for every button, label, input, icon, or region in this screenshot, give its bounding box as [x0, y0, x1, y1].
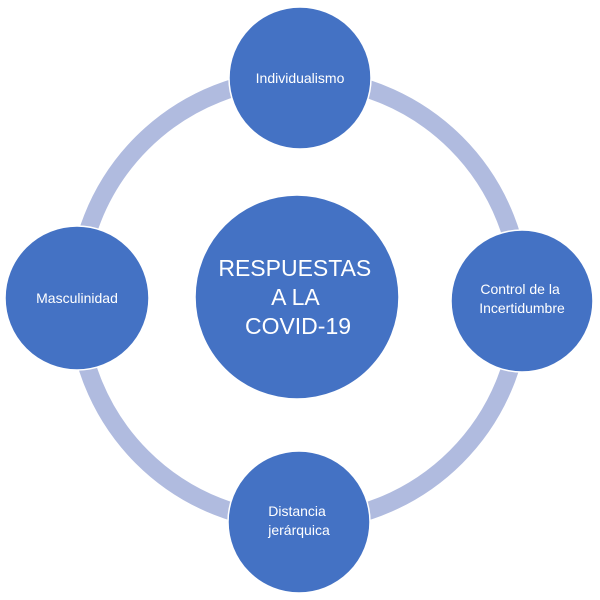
node-label: Distancia jerárquica [267, 503, 330, 538]
node-circle [228, 6, 372, 150]
node-label: Control de la Incertidumbre [479, 281, 565, 316]
node-masculinidad: Masculinidad [4, 225, 150, 371]
center-node: RESPUESTAS A LA COVID-19 [194, 194, 400, 400]
center-line-2: A LA [271, 284, 320, 310]
center-line-3: COVID-19 [245, 313, 351, 339]
node-label: Individualismo [256, 70, 345, 86]
center-node-circle [194, 194, 400, 400]
center-node-label: RESPUESTAS A LA COVID-19 [218, 255, 377, 339]
node-circle [4, 225, 150, 371]
node-label: Masculinidad [36, 290, 118, 306]
node-circle [227, 450, 371, 594]
node-circle [450, 229, 594, 373]
center-line-1: RESPUESTAS [218, 255, 371, 281]
node-individualismo: Individualismo [228, 6, 372, 150]
node-distancia-jerarquica: Distancia jerárquica [227, 450, 371, 594]
node-control-incertidumbre: Control de la Incertidumbre [450, 229, 594, 373]
